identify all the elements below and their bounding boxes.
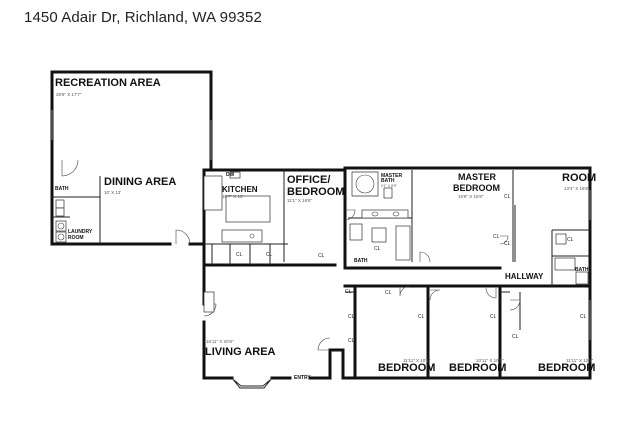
- closet-label: CL: [345, 289, 352, 295]
- closet-label: CL: [504, 241, 511, 247]
- doors: [61, 159, 521, 351]
- exterior-walls: [50, 70, 592, 380]
- closet-label: CL: [512, 334, 519, 340]
- hallway-label: HALLWAY: [505, 272, 544, 281]
- fixtures: [55, 171, 589, 313]
- master-bedroom-label-1: MASTER: [458, 172, 497, 182]
- recreation-area-dim: 28'6" X 17'7": [56, 92, 82, 97]
- bedroom-3-dim: 11'11" X 12'1": [566, 358, 594, 363]
- room-label: ROOM: [562, 172, 596, 184]
- room-dim: 13'4" X 16'8": [564, 186, 590, 191]
- master-bath-dim: 9'1" X 8'9": [381, 184, 398, 188]
- closet-label: CL: [348, 314, 355, 320]
- closet-label: CL: [490, 314, 497, 320]
- office-bedroom-dim: 11'1" X 16'8": [287, 198, 312, 203]
- closet-label: CL: [567, 237, 574, 243]
- entry-label: ENTRY: [294, 375, 311, 381]
- closet-label: CL: [504, 194, 511, 200]
- office-bedroom-label-1: OFFICE/: [287, 174, 330, 186]
- windows: [51, 110, 591, 340]
- bay-window: [231, 377, 273, 389]
- room-bath-label: BATH: [575, 267, 589, 273]
- closet-labels: CL CL CL CL CL CL CL CL CL CL CL CL CL C…: [236, 194, 587, 344]
- master-bath-label-1: MASTER: [381, 173, 403, 179]
- living-area-dim: 16'11" X 20'6": [206, 339, 234, 344]
- laundry-bath-label: BATH: [55, 186, 69, 192]
- dining-area-label: DINING AREA: [104, 176, 176, 188]
- bedroom-3-label: BEDROOM: [538, 362, 595, 374]
- closet-label: CL: [580, 314, 587, 320]
- closet-label: CL: [318, 253, 325, 259]
- bedroom-2-dim: 10'11" X 10'1": [476, 358, 504, 363]
- master-bedroom-dim: 15'8" X 16'8": [458, 194, 484, 199]
- dining-area-dim: 10' X 13': [104, 190, 121, 195]
- property-address: 1450 Adair Dr, Richland, WA 99352: [24, 9, 262, 26]
- closet-label: CL: [266, 252, 273, 258]
- closet-label: CL: [493, 234, 500, 240]
- master-bedroom-label-2: BEDROOM: [453, 183, 500, 193]
- master-bath-label-2: BATH: [381, 178, 395, 184]
- kitchen-label: KITCHEN: [222, 185, 258, 194]
- laundry-room-label-2: ROOM: [68, 235, 84, 241]
- bedroom-1-label: BEDROOM: [378, 362, 435, 374]
- kitchen-dim: 10'7" X 12': [222, 194, 243, 199]
- interior-walls: [52, 168, 592, 380]
- closet-label: CL: [418, 314, 425, 320]
- recreation-area-label: RECREATION AREA: [55, 77, 161, 89]
- laundry-room-label-1: LAUNDRY: [68, 229, 93, 235]
- bedroom-2-label: BEDROOM: [449, 362, 506, 374]
- closet-label: CL: [385, 290, 392, 296]
- master-bath-bath-label: BATH: [354, 258, 368, 264]
- closet-label: CL: [348, 338, 355, 344]
- office-bedroom-label-2: BEDROOM: [287, 186, 344, 198]
- closet-label: CL: [374, 246, 381, 252]
- living-area-label: LIVING AREA: [205, 346, 276, 358]
- closet-label: CL: [236, 252, 243, 258]
- dishwasher-label: DW: [226, 172, 235, 178]
- bedroom-1-dim: 11'11" X 10'1": [403, 358, 431, 363]
